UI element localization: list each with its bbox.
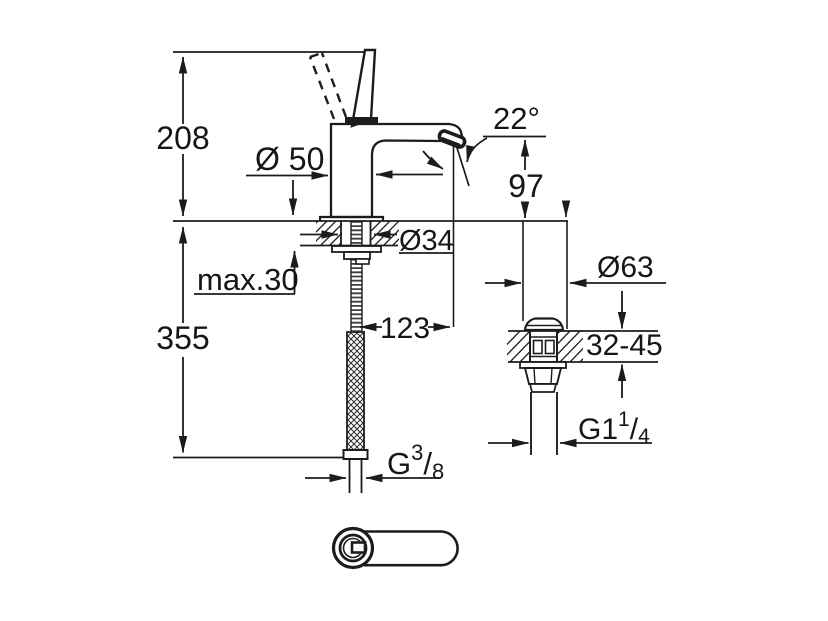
overflow-slot [532, 339, 543, 355]
spout-underside [370, 139, 442, 217]
g114-sup: 1 [618, 408, 630, 431]
label-thread-g38: G3/8 [387, 440, 444, 484]
faucet-body-outline [329, 122, 465, 217]
aerator-axis-line [454, 142, 470, 187]
waste-nut-step [528, 383, 558, 393]
dimension-lines [178, 56, 666, 483]
waste-locknut [523, 367, 563, 385]
base-plate [318, 215, 385, 221]
label-height-355: 355 [156, 320, 209, 356]
lever-dashed-position [308, 51, 348, 120]
handle-top-view [331, 526, 459, 570]
supply-hose [342, 331, 369, 493]
waste-cap [523, 317, 565, 332]
label-range-32-45: 32-45 [586, 329, 663, 362]
handle-hub-notch [350, 541, 367, 554]
g38-sub: 8 [432, 459, 444, 484]
g114-sub: 4 [638, 425, 650, 448]
g114-base: G1 [578, 413, 618, 446]
faucet-side-view [308, 48, 467, 221]
hose-fitting-nut [342, 449, 369, 460]
label-diameter-34: Ø34 [399, 225, 454, 257]
g114-slash: / [630, 413, 639, 446]
label-mask [583, 334, 669, 360]
mounting-nut [343, 251, 371, 260]
label-height-97: 97 [508, 168, 544, 204]
lever-handle [350, 48, 377, 128]
dimension-angle-22 [422, 135, 546, 187]
label-max-30: max.30 [197, 262, 299, 297]
braided-hose [346, 331, 365, 451]
label-reach-123: 123 [380, 312, 430, 345]
mounting-assembly [331, 221, 382, 331]
handle-lever-outline [363, 530, 459, 567]
g38-sup: 3 [411, 440, 423, 465]
dimension-123 [359, 143, 455, 332]
aerator-icon [437, 129, 467, 149]
overflow-slot [544, 339, 555, 355]
label-angle-22: 22° [493, 101, 540, 136]
g38-slash: / [423, 446, 432, 481]
label-diameter-63: Ø63 [597, 251, 654, 284]
label-thread-g114: G11/4 [578, 408, 650, 448]
dimension-max-30 [194, 250, 299, 295]
pop-up-waste-detail [507, 221, 658, 455]
dimension-diameter-50 [246, 170, 443, 216]
nut-tab [355, 258, 370, 265]
label-height-208: 208 [156, 120, 209, 156]
label-diameter-50: Ø 50 [255, 141, 324, 177]
lever-base-cap [345, 117, 378, 124]
g38-base: G [387, 446, 411, 481]
handle-base-circle [331, 526, 375, 570]
dimension-diameter-34 [300, 230, 453, 254]
